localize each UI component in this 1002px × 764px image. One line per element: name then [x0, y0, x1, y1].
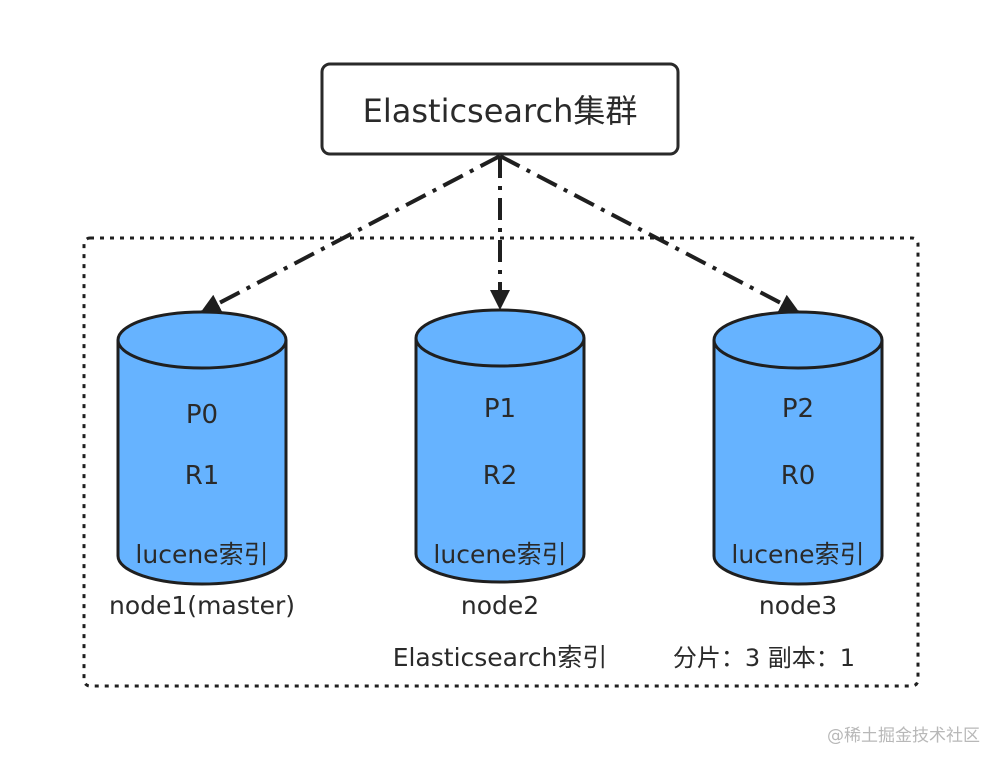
- node-3: P2 R0 lucene索引 node3: [712, 310, 884, 620]
- cylinder-top-node1: [116, 310, 288, 370]
- watermark: @稀土掘金技术社区: [827, 726, 980, 746]
- index-label: Elasticsearch索引: [393, 643, 608, 672]
- cylinder-top-node3: [712, 310, 884, 370]
- engine-label: lucene索引: [135, 540, 268, 569]
- connector-node1: [200, 154, 501, 314]
- node-name: node2: [461, 591, 539, 620]
- engine-label: lucene索引: [731, 540, 864, 569]
- primary-shard-label: P0: [186, 400, 218, 430]
- connectors: [200, 154, 800, 314]
- engine-label: lucene索引: [433, 540, 566, 569]
- replica-shard-label: R2: [483, 461, 518, 491]
- index-boundary: [82, 236, 920, 688]
- cylinder-node1: [116, 340, 288, 586]
- cylinder-node2: [414, 338, 586, 584]
- cylinder-node3: [712, 340, 884, 586]
- replica-shard-label: R0: [781, 461, 816, 491]
- connector-node3: [499, 154, 800, 314]
- node-name: node1(master): [109, 591, 295, 620]
- cluster-title: Elasticsearch集群: [363, 92, 638, 130]
- cylinder-top-node2: [414, 308, 586, 368]
- node-2: P1 R2 lucene索引 node2: [414, 308, 586, 620]
- node-name: node3: [759, 591, 837, 620]
- index-settings: 分片：3 副本：1: [673, 644, 855, 672]
- replica-shard-label: R1: [185, 461, 220, 491]
- node-1: P0 R1 lucene索引 node1(master): [109, 310, 295, 620]
- cluster-box: Elasticsearch集群: [320, 62, 680, 156]
- primary-shard-label: P2: [782, 394, 814, 424]
- primary-shard-label: P1: [484, 394, 516, 424]
